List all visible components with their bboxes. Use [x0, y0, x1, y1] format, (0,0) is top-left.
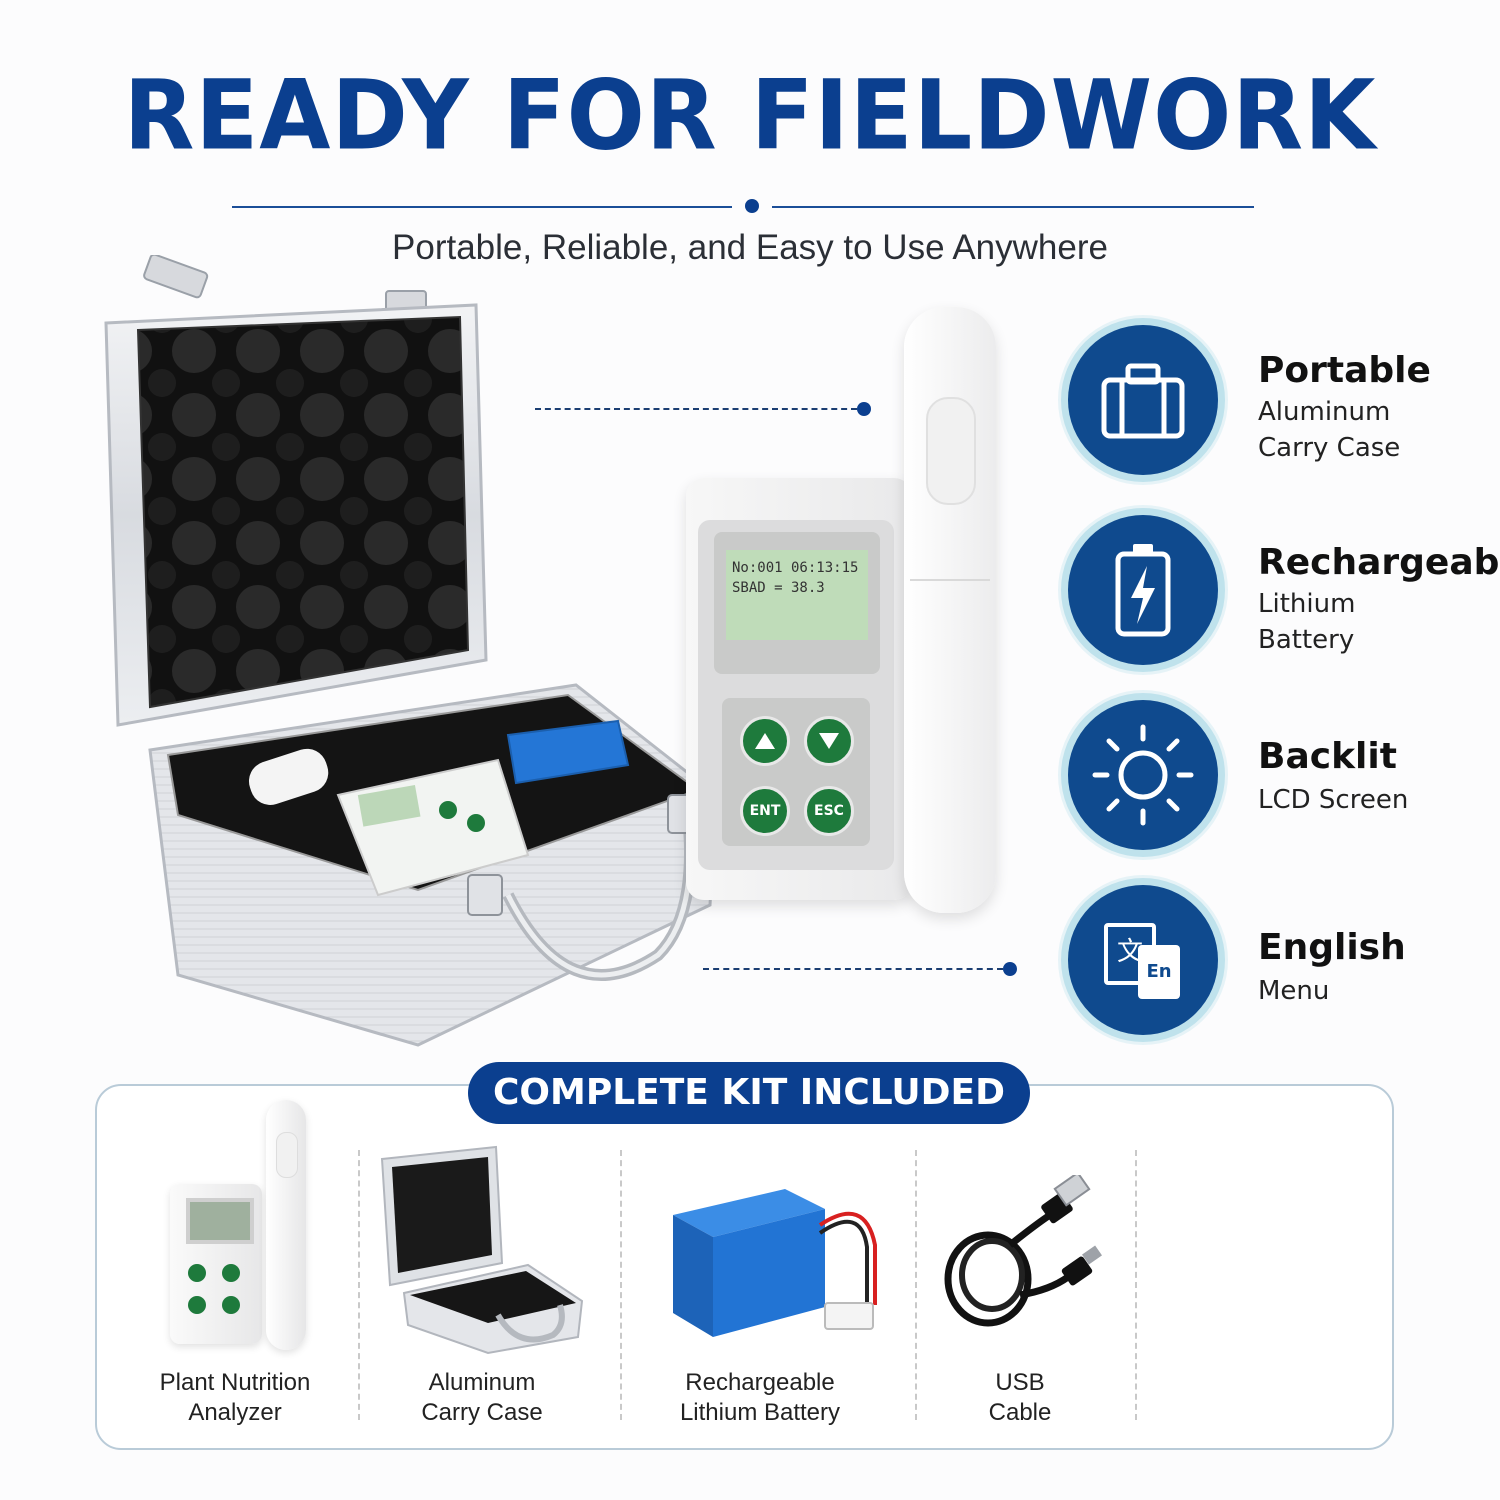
title-divider-dot [745, 199, 759, 213]
kit-separator-4 [1135, 1150, 1137, 1420]
lcd-line-1: No:001 06:13:15 [732, 560, 859, 576]
kit-item-battery-label: Rechargeable Lithium Battery [660, 1368, 860, 1428]
translate-icon-en: En [1138, 945, 1180, 999]
feature-battery-badge [1068, 515, 1218, 665]
feature-english-desc: Menu [1258, 973, 1329, 1009]
kit-item-usb-line2: Cable [988, 1399, 1052, 1426]
feature-backlit-line1: LCD Screen [1258, 785, 1409, 815]
kit-analyzer-image [170, 1184, 262, 1344]
kit-banner: COMPLETE KIT INCLUDED [468, 1062, 1030, 1124]
kit-item-battery-line1: Rechargeable [685, 1369, 835, 1396]
feature-english-line1: Menu [1258, 976, 1330, 1006]
kit-item-analyzer-label: Plant Nutrition Analyzer [135, 1368, 335, 1428]
open-case-illustration [104, 255, 718, 1047]
esc-button[interactable]: ESC [804, 786, 854, 836]
kit-battery-image [673, 1189, 877, 1337]
feature-portable-desc: Aluminum Carry Case [1258, 394, 1400, 466]
kit-analyzer-screen [186, 1198, 254, 1244]
kit-item-case-line2: Carry Case [421, 1399, 543, 1426]
kit-separator-3 [915, 1150, 917, 1420]
kit-item-case-line1: Aluminum [428, 1369, 536, 1396]
feature-backlit-desc: LCD Screen [1258, 782, 1408, 818]
arrow-up-icon [755, 733, 775, 749]
feature-english-badge: 文 En [1068, 885, 1218, 1035]
connector-dot-top [857, 402, 871, 416]
up-button[interactable] [740, 716, 790, 766]
connector-line-bottom [703, 968, 1003, 970]
lcd-screen: No:001 06:13:15 SBAD = 38.3 [726, 550, 868, 640]
feature-backlit-badge [1068, 700, 1218, 850]
kit-case-image [380, 1145, 584, 1355]
feature-backlit-title: Backlit [1258, 736, 1397, 777]
feature-portable-line2: Carry Case [1258, 433, 1401, 463]
translate-icon: 文 En [1098, 915, 1188, 1005]
analyzer-device: No:001 06:13:15 SBAD = 38.3 ENT ESC [686, 478, 912, 900]
connector-dot-bottom [1003, 962, 1017, 976]
kit-separator-2 [620, 1150, 622, 1420]
feature-portable-title: Portable [1258, 350, 1431, 391]
connector-line-top [535, 408, 857, 410]
feature-battery-desc: Lithium Battery [1258, 586, 1355, 658]
kit-analyzer-btn-1 [188, 1264, 206, 1282]
kit-item-analyzer-line2: Analyzer [188, 1399, 282, 1426]
kit-item-case-label: Aluminum Carry Case [382, 1368, 582, 1428]
kit-probe-window [276, 1132, 298, 1178]
kit-usb-cable-image [944, 1175, 1102, 1327]
sun-icon [1092, 724, 1194, 826]
kit-analyzer-btn-2 [222, 1264, 240, 1282]
feature-portable-badge [1068, 325, 1218, 475]
feature-english-title: English [1258, 927, 1406, 968]
kit-analyzer-btn-3 [188, 1296, 206, 1314]
feature-battery-line1: Lithium [1258, 589, 1356, 619]
keypad: ENT ESC [722, 698, 870, 846]
kit-analyzer-probe [266, 1100, 306, 1350]
page-subtitle: Portable, Reliable, and Easy to Use Anyw… [392, 228, 1108, 267]
ent-button[interactable]: ENT [740, 786, 790, 836]
briefcase-icon [1101, 363, 1185, 439]
kit-item-analyzer-line1: Plant Nutrition [159, 1369, 311, 1396]
kit-item-usb-label: USB Cable [920, 1368, 1120, 1428]
feature-battery-title: Rechargeable [1258, 542, 1500, 583]
kit-analyzer-btn-4 [222, 1296, 240, 1314]
down-button[interactable] [804, 716, 854, 766]
kit-item-usb-line1: USB [995, 1369, 1045, 1396]
sensor-probe [904, 307, 996, 913]
battery-icon [1115, 544, 1171, 637]
title-divider-left [232, 206, 732, 208]
probe-window [926, 397, 976, 505]
arrow-down-icon [819, 733, 839, 749]
title-divider-right [772, 206, 1254, 208]
page-title: READY FOR FIELDWORK [123, 59, 1377, 172]
kit-separator-1 [358, 1150, 360, 1420]
probe-seam [910, 579, 990, 581]
lcd-line-2: SBAD = 38.3 [732, 580, 825, 596]
feature-portable-line1: Aluminum [1258, 397, 1391, 427]
kit-item-battery-line2: Lithium Battery [679, 1399, 841, 1426]
feature-battery-line2: Battery [1258, 625, 1355, 655]
